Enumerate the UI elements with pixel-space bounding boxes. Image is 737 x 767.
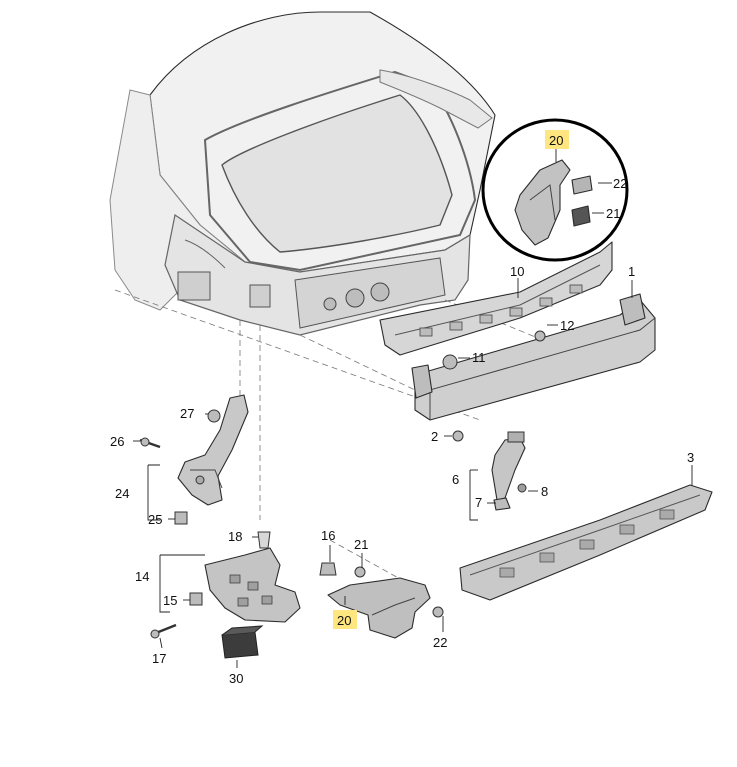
callout-2: 2 (431, 429, 438, 444)
callout-27: 27 (180, 406, 194, 421)
part-25-clip (174, 511, 188, 525)
highlight-20 (333, 610, 357, 629)
rear-panel-inner (294, 257, 446, 329)
callout-14: 14 (135, 569, 149, 584)
part-24-bracket (177, 394, 249, 506)
callout-8: 8 (541, 484, 548, 499)
callout-20-detail: 20 (549, 133, 563, 148)
part-1-end-cap-left (411, 364, 433, 399)
callout-21-detail: 21 (606, 206, 620, 221)
detail-circle (481, 118, 629, 262)
rear-window (221, 94, 453, 253)
part-16-nut (319, 562, 337, 576)
detail-part-22-clip (571, 175, 593, 195)
callout-10: 10 (510, 264, 524, 279)
callout-3: 3 (687, 450, 694, 465)
part-15-clip (189, 592, 203, 606)
highlight-20-detail (545, 130, 569, 149)
part-22-screw (432, 606, 444, 618)
callout-12: 12 (560, 318, 574, 333)
detail-part-21-clip (571, 205, 591, 227)
part-7-clip (493, 497, 511, 511)
part-17-bolt (155, 623, 177, 635)
part-8-bolt (517, 483, 527, 493)
part-20-bracket (327, 577, 431, 639)
callout-30: 30 (229, 671, 243, 686)
part-12-bolt (534, 330, 546, 342)
part-2-bolt (452, 430, 464, 442)
callout-labels: 20 22 21 1 10 12 11 2 3 6 7 8 27 26 24 2… (110, 130, 694, 686)
callout-18: 18 (228, 529, 242, 544)
callout-24: 24 (115, 486, 129, 501)
callout-21: 21 (354, 537, 368, 552)
part-10-bumper-carrier (379, 241, 613, 356)
part-11-nut (442, 354, 458, 370)
part-18-plug (257, 531, 271, 549)
part-30-module (221, 631, 259, 659)
callout-16: 16 (321, 528, 335, 543)
part-21-screw (354, 566, 366, 578)
leader-lines (133, 148, 693, 668)
detail-part-20-bracket (514, 159, 571, 246)
rear-spoiler (379, 69, 493, 129)
part-27-nut (207, 409, 221, 423)
callout-20: 20 (337, 613, 351, 628)
part-1-end-cap-right (619, 293, 646, 326)
callout-6: 6 (452, 472, 459, 487)
callout-22: 22 (433, 635, 447, 650)
callout-15: 15 (163, 593, 177, 608)
callout-25: 25 (148, 512, 162, 527)
assembly-guide-lines (114, 289, 556, 591)
callout-17: 17 (152, 651, 166, 666)
callout-7: 7 (475, 495, 482, 510)
car-rear-body (109, 11, 496, 336)
callout-1: 1 (628, 264, 635, 279)
callout-11: 11 (472, 350, 486, 365)
callout-22-detail: 22 (613, 176, 627, 191)
callout-26: 26 (110, 434, 124, 449)
